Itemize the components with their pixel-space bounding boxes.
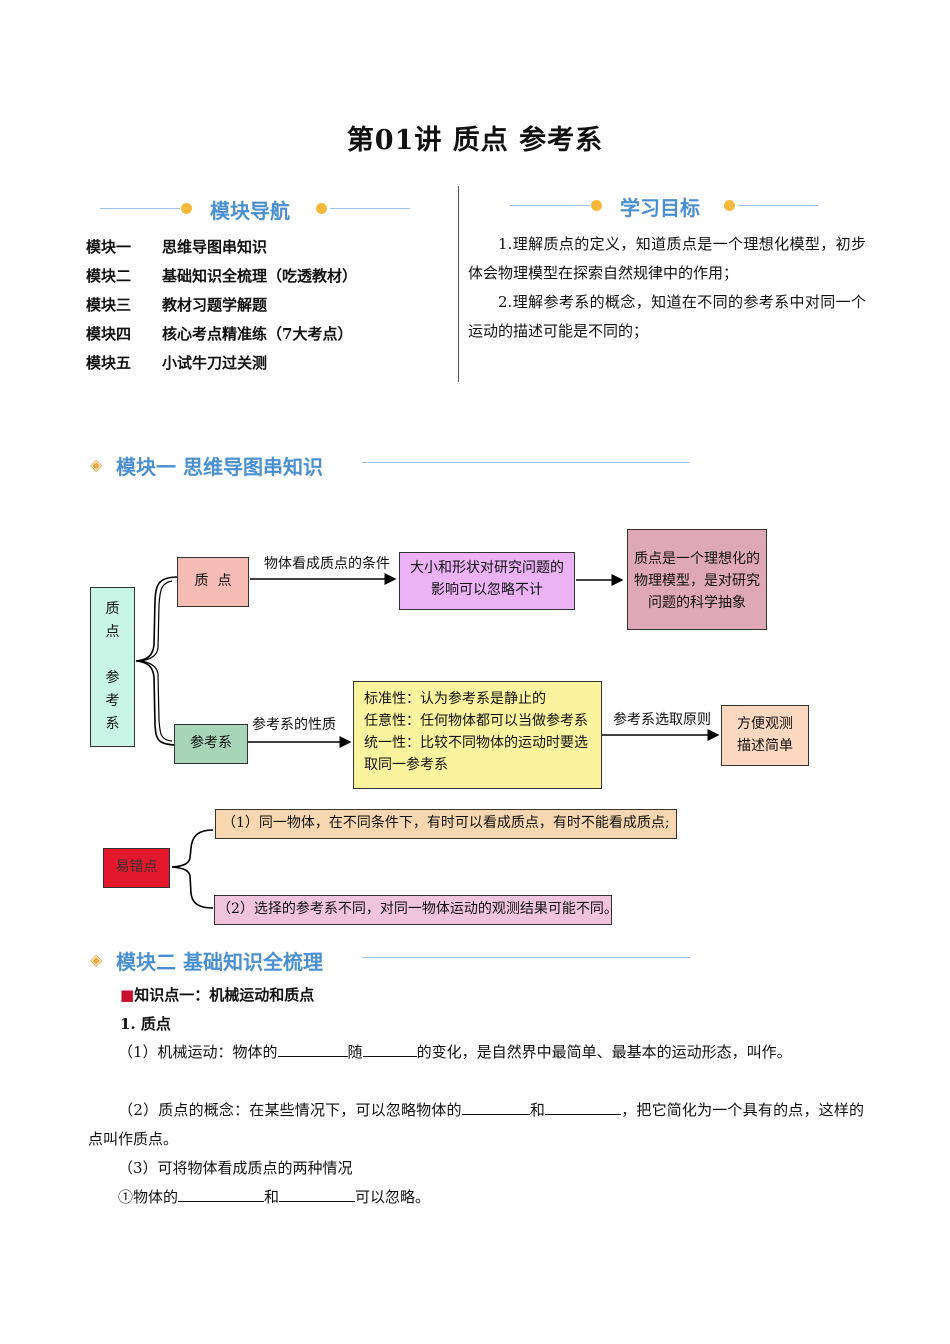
diamond-icon: ◈ — [90, 455, 103, 474]
module2-underline — [362, 957, 690, 958]
nav-item[interactable]: 模块一思维导图串知识 — [86, 238, 268, 256]
goal-dot-left — [591, 200, 602, 211]
module1-heading: 模块一 思维导图串知识 — [116, 455, 323, 479]
root-node: 质 点 参 考 系 — [90, 587, 135, 747]
paragraph-mechanical-motion: （1）机械运动：物体的随的变化，是自然界中最简单、最基本的运动形态，叫作。 — [88, 1038, 864, 1067]
knowledge-point-title: ■知识点一：机械运动和质点 — [120, 986, 315, 1004]
goal-list: 1.理解质点的定义，知道质点是一个理想化模型，初步体会物理模型在探索自然规律中的… — [468, 230, 866, 346]
ideal-model-node: 质点是一个理想化的物理模型，是对研究问题的科学抽象 — [627, 529, 767, 630]
subsection-title: 1. 质点 — [120, 1015, 171, 1033]
module2-heading: 模块二 基础知识全梳理 — [116, 950, 323, 974]
condition-label: 物体看成质点的条件 — [264, 556, 390, 572]
choose-label: 参考系选取原则 — [613, 712, 711, 728]
nav-dot-right — [316, 203, 327, 214]
nav-dot-left — [181, 203, 192, 214]
property-node: 标准性：认为参考系是静止的 任意性：任何物体都可以当做参考系 统一性：比较不同物… — [353, 681, 602, 789]
paragraph-two-cases: （3）可将物体看成质点的两种情况 — [118, 1159, 353, 1177]
blank-field[interactable] — [277, 1040, 348, 1057]
nav-list: 模块一思维导图串知识 模块二基础知识全梳理（吃透教材） 模块三教材习题学解题 模… — [86, 236, 446, 381]
goal-line-left — [510, 205, 590, 206]
property-label: 参考系的性质 — [252, 717, 336, 733]
blank-field[interactable] — [362, 1040, 417, 1057]
diamond-icon: ◈ — [90, 950, 103, 969]
property-item: 统一性：比较不同物体的运动时要选取同一参考系 — [364, 735, 588, 773]
square-icon: ■ — [120, 986, 135, 1004]
nav-line-left — [100, 208, 180, 209]
blank-field[interactable] — [279, 1185, 356, 1202]
blank-field[interactable] — [545, 1098, 622, 1115]
module1-underline — [362, 462, 690, 463]
paragraph-particle-concept: （2）质点的概念：在某些情况下，可以忽略物体的和，把它简化为一个具有的点，这样的… — [88, 1096, 864, 1154]
cankaoxi-node: 参考系 — [174, 724, 248, 764]
goal-dot-right — [724, 200, 735, 211]
mistake-node: 易错点 — [103, 848, 170, 888]
blank-field[interactable] — [461, 1098, 530, 1115]
paragraph-case-1: ①物体的和可以忽略。 — [118, 1183, 430, 1212]
property-item: 任意性：任何物体都可以当做参考系 — [364, 713, 588, 729]
mistake-item-2: （2）选择的参考系不同，对同一物体运动的观测结果可能不同。 — [214, 895, 612, 925]
zhidian-node: 质 点 — [177, 557, 249, 607]
nav-item[interactable]: 模块二基础知识全梳理（吃透教材） — [86, 267, 358, 285]
goal-item: 2.理解参考系的概念，知道在不同的参考系中对同一个运动的描述可能是不同的； — [468, 293, 866, 340]
nav-item[interactable]: 模块四核心考点精准练（7大考点） — [86, 325, 353, 343]
nav-item[interactable]: 模块三教材习题学解题 — [86, 296, 268, 314]
goal-line-right — [738, 205, 818, 206]
blank-field[interactable] — [178, 1185, 265, 1202]
mistake-item-1: （1）同一物体，在不同条件下，有时可以看成质点，有时不能看成质点; — [215, 809, 677, 839]
nav-item[interactable]: 模块五小试牛刀过关测 — [86, 354, 268, 372]
page-title: 第01讲 质点 参考系 — [346, 125, 604, 156]
nav-line-right — [330, 208, 410, 209]
goal-item: 1.理解质点的定义，知道质点是一个理想化模型，初步体会物理模型在探索自然规律中的… — [468, 235, 866, 282]
goal-heading: 学习目标 — [620, 196, 700, 220]
nav-heading: 模块导航 — [210, 199, 290, 223]
column-divider — [458, 186, 459, 382]
property-item: 标准性：认为参考系是静止的 — [364, 691, 546, 707]
choose-node: 方便观测描述简单 — [721, 705, 809, 766]
condition-node: 大小和形状对研究问题的影响可以忽略不计 — [399, 552, 575, 610]
